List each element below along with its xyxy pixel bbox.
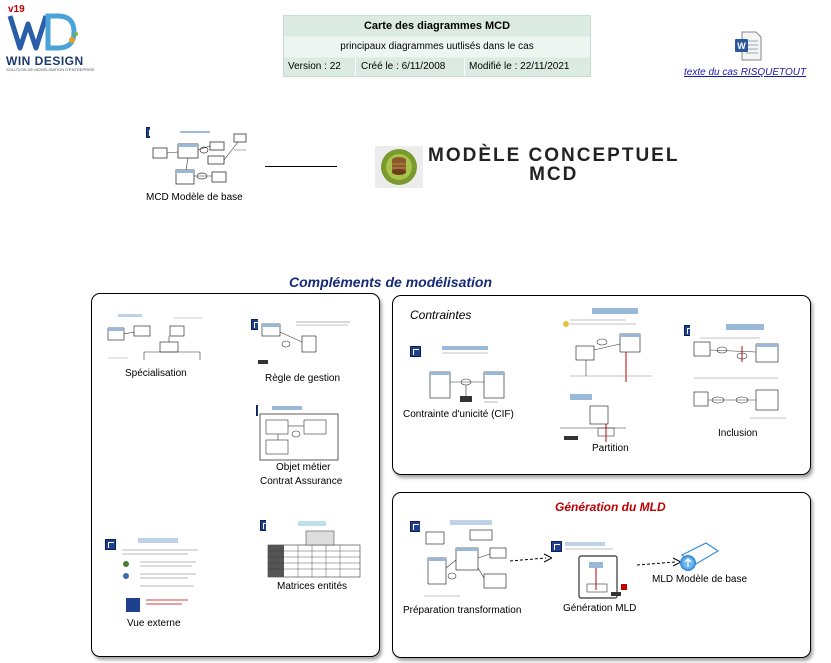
connector-line — [265, 166, 337, 167]
vue-externe-label: Vue externe — [127, 618, 181, 629]
logo-tagline: SOLUTION DE MODÉLISATION D'ENTREPRISE — [6, 67, 95, 72]
specialisation-thumbnail[interactable] — [104, 312, 204, 366]
header-separator — [464, 58, 465, 76]
svg-text:W: W — [737, 41, 746, 51]
inclusion-thumbnail[interactable] — [690, 322, 794, 426]
generation-title: Génération du MLD — [555, 500, 666, 514]
regle-gestion-label: Règle de gestion — [265, 373, 341, 384]
cif-thumbnail[interactable] — [426, 344, 522, 406]
header-subtitle: principaux diagrammes uutlisés dans le c… — [284, 37, 590, 57]
arrow-icon — [510, 553, 552, 563]
mcd-base-thumbnail[interactable] — [150, 126, 250, 192]
matrices-entites-thumbnail[interactable] — [266, 519, 362, 579]
generation-mld-label: Génération MLD — [563, 603, 637, 614]
partition-label: Partition — [592, 443, 629, 454]
logo-version: v19 — [8, 4, 25, 15]
windesign-logo-icon — [7, 13, 78, 51]
mcd-banner: MODÈLE CONCEPTUEL MCD — [428, 146, 679, 184]
arrow-icon — [637, 557, 681, 567]
case-text-link[interactable]: texte du cas RISQUETOUT — [684, 67, 807, 78]
preparation-thumbnail[interactable] — [420, 518, 524, 602]
database-disk-icon — [375, 146, 423, 188]
matrices-entites-label: Matrices entités — [277, 581, 348, 592]
partition-thumbnail[interactable] — [556, 306, 660, 442]
contrat-assurance-label: Contrat Assurance — [260, 476, 343, 487]
preparation-label: Préparation transformation — [403, 605, 522, 616]
specialisation-label: Spécialisation — [125, 368, 187, 379]
diagram-header: Carte des diagrammes MCD principaux diag… — [283, 15, 591, 77]
mcd-banner-line2: MCD — [529, 164, 579, 185]
header-separator — [355, 58, 356, 76]
header-modified: Modifié le : 22/11/2021 — [469, 61, 570, 72]
shortcut-arrow-icon — [105, 539, 116, 550]
objet-metier-thumbnail[interactable] — [258, 404, 350, 462]
generation-mld-thumbnail[interactable] — [563, 540, 633, 602]
mcd-base-label: MCD Modèle de base — [146, 192, 243, 203]
word-document-icon[interactable]: W — [734, 31, 762, 61]
vue-externe-thumbnail[interactable] — [118, 536, 206, 616]
mld-model-icon[interactable] — [678, 541, 720, 573]
mld-base-label: MLD Modèle de base — [652, 574, 748, 585]
complements-title: Compléments de modélisation — [289, 274, 493, 290]
shortcut-arrow-icon — [551, 541, 562, 552]
logo-name: WIN DESIGN — [6, 54, 84, 68]
inclusion-label: Inclusion — [718, 428, 758, 439]
cif-label: Contrainte d'unicité (CIF) — [403, 409, 514, 420]
regle-gestion-thumbnail[interactable] — [258, 318, 354, 368]
header-created: Créé le : 6/11/2008 — [361, 61, 446, 72]
header-meta-row: Version : 22 Créé le : 6/11/2008 Modifié… — [284, 58, 590, 76]
shortcut-arrow-icon — [410, 346, 421, 357]
header-version: Version : 22 — [288, 61, 341, 72]
objet-metier-label: Objet métier — [276, 462, 331, 473]
contraintes-title: Contraintes — [410, 308, 472, 322]
header-title: Carte des diagrammes MCD — [284, 16, 590, 36]
mcd-banner-line1: MODÈLE CONCEPTUEL — [428, 145, 680, 166]
